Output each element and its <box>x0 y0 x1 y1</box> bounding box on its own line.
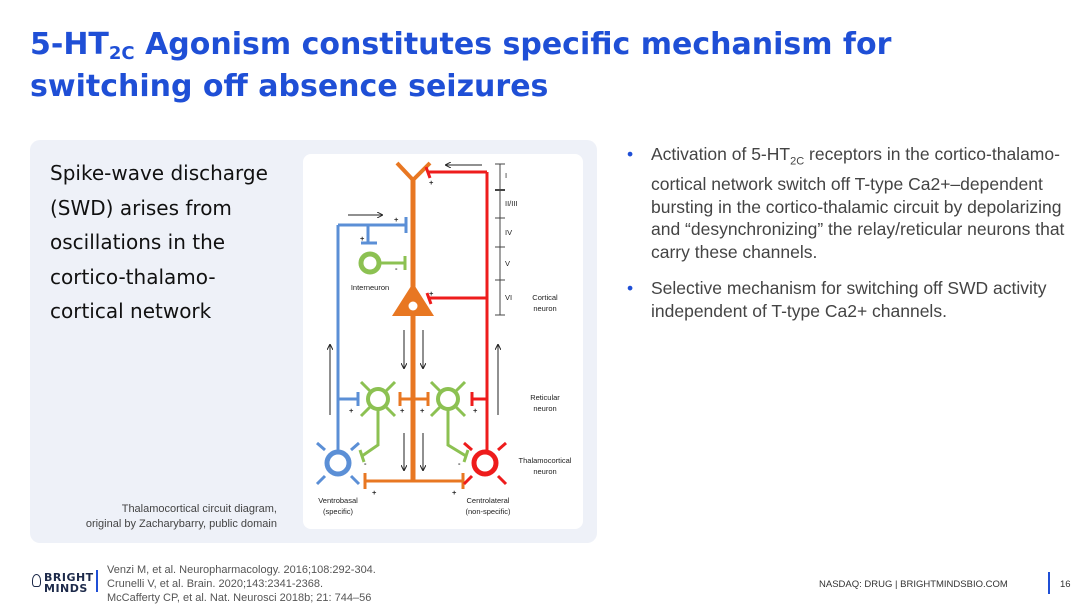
lightbulb-icon <box>32 574 41 587</box>
panel-text: Spike-wave discharge (SWD) arises from o… <box>50 161 268 323</box>
cortical-layers-ruler <box>495 163 505 316</box>
inhibitory-neurons <box>358 251 470 463</box>
svg-text:-: - <box>364 459 367 468</box>
bullet-text: Activation of 5-HT <box>651 144 791 164</box>
svg-text:+: + <box>360 234 365 243</box>
slide-title: 5-HT2C Agonism constitutes specific mech… <box>30 24 1030 108</box>
ventrobasal-label: (specific) <box>323 507 354 516</box>
reticular-label: Reticular <box>530 393 560 402</box>
bullet-item: Activation of 5-HT2C receptors in the co… <box>625 143 1065 263</box>
centrolateral-pathway <box>424 166 508 486</box>
diagram-background <box>303 154 583 529</box>
thalamocortical-label: Thalamocortical <box>519 456 572 465</box>
svg-text:+: + <box>400 406 405 415</box>
divider <box>96 570 98 592</box>
reference: Crunelli V, et al. Brain. 2020;143:2341-… <box>107 578 324 590</box>
layer-label: II/III <box>505 199 518 208</box>
caption-line: original by Zacharybarry, public domain <box>85 517 277 530</box>
svg-text:+: + <box>394 215 399 224</box>
svg-text:+: + <box>372 488 377 497</box>
svg-text:+: + <box>420 406 425 415</box>
cortical-soma <box>392 283 434 316</box>
signal-arrows <box>330 165 498 470</box>
logo-text: BRIGHT <box>44 571 94 584</box>
cortical-neuron <box>363 161 465 489</box>
divider <box>1048 572 1050 594</box>
svg-text:-: - <box>395 264 398 273</box>
title-text: 5-HT <box>30 27 109 62</box>
cortical-label: Cortical <box>532 293 558 302</box>
title-text-rest: Agonism constitutes specific mechanism f… <box>30 27 892 104</box>
reference: Venzi M, et al. Neuropharmacology. 2016;… <box>107 564 376 576</box>
bullet-list: Activation of 5-HT2C receptors in the co… <box>625 143 1065 336</box>
page-number: 16 <box>1060 579 1071 590</box>
layer-label: IV <box>505 228 512 237</box>
ventrobasal-label: Ventrobasal <box>318 496 358 505</box>
interneuron-label: Interneuron <box>351 283 389 292</box>
centrolateral-label: Centrolateral <box>467 496 510 505</box>
cortical-label: neuron <box>533 304 556 313</box>
logo-text: MINDS <box>44 582 88 595</box>
footer-text: NASDAQ: DRUG | BRIGHTMINDSBIO.COM <box>819 579 1008 590</box>
bullet-text: Selective mechanism for switching off SW… <box>651 278 1047 321</box>
layer-label: V <box>505 259 510 268</box>
thalamocortical-label: neuron <box>533 467 556 476</box>
diagram-caption: Thalamocortical circuit diagram, original… <box>60 502 277 531</box>
reticular-label: neuron <box>533 404 556 413</box>
references: Venzi M, et al. Neuropharmacology. 2016;… <box>107 563 376 605</box>
layer-label: VI <box>505 293 512 302</box>
bullet-text: receptors in the cortico-thalamo-cortica… <box>651 144 1065 262</box>
svg-text:+: + <box>349 406 354 415</box>
bullet-subscript: 2C <box>790 155 805 168</box>
ventrobasal-pathway <box>315 217 408 486</box>
sign-labels: + + + - + + + + + - - + + <box>349 178 478 497</box>
centrolateral-label: (non-specific) <box>465 507 511 516</box>
reference: McCafferty CP, et al. Nat. Neurosci 2018… <box>107 592 372 604</box>
title-subscript: 2C <box>108 43 135 64</box>
svg-text:-: - <box>458 459 461 468</box>
layer-label: I <box>505 171 507 180</box>
bullet-item: Selective mechanism for switching off SW… <box>625 277 1065 322</box>
thalamocortical-diagram: + + + - + + + + + - - + + I II/III IV V VI Interne… <box>303 154 583 529</box>
caption-line: Thalamocortical circuit diagram, <box>121 503 277 515</box>
svg-text:+: + <box>473 406 478 415</box>
svg-text:+: + <box>429 178 434 187</box>
svg-text:+: + <box>452 488 457 497</box>
svg-text:+: + <box>429 289 434 298</box>
